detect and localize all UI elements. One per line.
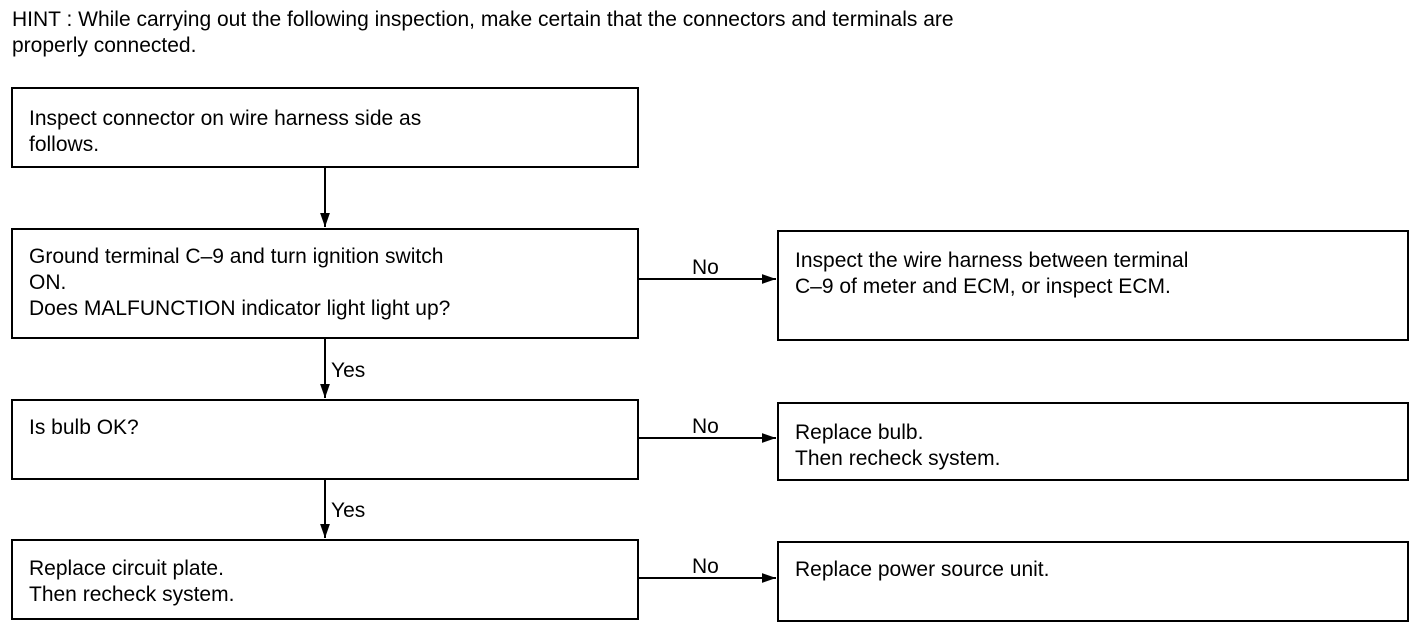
step-4-line-2: Then recheck system.	[29, 583, 235, 606]
result-box-replace-power-source: Replace power source unit.	[777, 541, 1409, 622]
edge-label-yes-2: Yes	[331, 499, 366, 522]
step-2-line-2: ON.	[29, 271, 67, 294]
edge-label-yes-1: Yes	[331, 359, 366, 382]
step-box-replace-circuit-plate: Replace circuit plate. Then recheck syst…	[11, 539, 639, 620]
step-1-line-1: Inspect connector on wire harness side a…	[29, 107, 422, 130]
step-3-line-1: Is bulb OK?	[29, 416, 139, 439]
step-box-inspect-connector: Inspect connector on wire harness side a…	[11, 87, 639, 168]
edge-label-no-1: No	[692, 256, 719, 279]
step-1-line-2: follows.	[29, 133, 100, 156]
step-box-ground-terminal: Ground terminal C–9 and turn ignition sw…	[11, 228, 639, 339]
hint-note: HINT : While carrying out the following …	[12, 7, 1172, 59]
hint-line-2: properly connected.	[12, 34, 197, 57]
hint-line-1: HINT : While carrying out the following …	[12, 8, 954, 31]
result-box-inspect-wire-harness: Inspect the wire harness between termina…	[777, 230, 1409, 341]
result-1-line-2: C–9 of meter and ECM, or inspect ECM.	[795, 275, 1171, 298]
step-2-line-1: Ground terminal C–9 and turn ignition sw…	[29, 245, 444, 268]
result-1-line-1: Inspect the wire harness between termina…	[795, 249, 1189, 272]
result-3-line-1: Replace power source unit.	[795, 558, 1050, 581]
step-2-line-3: Does MALFUNCTION indicator light light u…	[29, 297, 451, 320]
step-4-line-1: Replace circuit plate.	[29, 557, 224, 580]
result-box-replace-bulb: Replace bulb. Then recheck system.	[777, 402, 1409, 481]
edge-label-no-2: No	[692, 415, 719, 438]
result-2-line-2: Then recheck system.	[795, 447, 1001, 470]
step-box-bulb-ok: Is bulb OK?	[11, 399, 639, 480]
result-2-line-1: Replace bulb.	[795, 421, 924, 444]
edge-label-no-3: No	[692, 555, 719, 578]
